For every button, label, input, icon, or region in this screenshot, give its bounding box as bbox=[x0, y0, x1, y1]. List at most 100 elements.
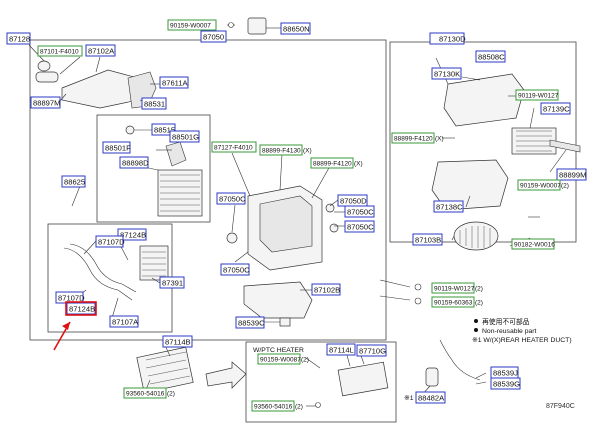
callout-87102a-text: 87102A bbox=[88, 47, 115, 56]
qty-x-3: (X) bbox=[435, 136, 444, 143]
duct-panel-part bbox=[61, 69, 139, 109]
qty-2-c: (2) bbox=[561, 183, 569, 190]
callout-87050c-d[interactable] bbox=[220, 263, 250, 276]
drain-hose-part bbox=[439, 339, 481, 381]
callout-87124b-text: 87124B bbox=[120, 231, 146, 240]
callout-88899m[interactable] bbox=[556, 168, 587, 181]
callout-87138c[interactable] bbox=[433, 200, 464, 213]
callout-88501g-text: 88501G bbox=[172, 133, 199, 142]
callout-88539c[interactable] bbox=[235, 316, 265, 329]
callout-88539j-text: 88539J bbox=[493, 369, 518, 378]
callout-90119-w0127-a[interactable] bbox=[515, 89, 559, 101]
bolt-icon bbox=[414, 297, 422, 305]
sensor-bracket-part bbox=[247, 17, 267, 35]
callout-88531[interactable] bbox=[141, 97, 167, 110]
qty-2-f: (2) bbox=[295, 404, 303, 411]
callout-88531-text: 88531 bbox=[144, 100, 165, 109]
callout-88482a-text: 88482A bbox=[418, 394, 445, 403]
callout-87114b-text: 87114B bbox=[165, 338, 191, 347]
callout-88508c[interactable] bbox=[475, 50, 506, 63]
callout-87114l[interactable] bbox=[326, 343, 356, 356]
callout-87130d-text: 87130D bbox=[439, 35, 466, 44]
callout-88482a[interactable] bbox=[415, 391, 446, 404]
callout-88898d[interactable] bbox=[119, 156, 149, 169]
callout-88515[interactable] bbox=[151, 123, 176, 136]
callout-88899m-text: 88899M bbox=[559, 171, 586, 180]
ptc-heater-frame bbox=[245, 341, 397, 423]
callout-87050c-b[interactable] bbox=[344, 205, 375, 218]
heater-pipe-part-2 bbox=[69, 243, 137, 293]
qty-x-2: (X) bbox=[354, 161, 363, 168]
callout-87107d-a-text: 87107D bbox=[98, 238, 125, 247]
callout-87391[interactable] bbox=[159, 276, 185, 289]
callout-93560-54016-a[interactable] bbox=[123, 387, 167, 399]
callout-87130d[interactable] bbox=[429, 32, 465, 45]
callout-88897m-text: 88897M bbox=[33, 99, 60, 108]
callout-87103b[interactable] bbox=[412, 233, 443, 246]
foam-pad-part bbox=[279, 317, 291, 327]
callout-88539g[interactable] bbox=[490, 377, 521, 390]
callout-87102a[interactable] bbox=[85, 44, 116, 57]
callout-87124b-highlight[interactable] bbox=[66, 302, 96, 315]
callout-88897m[interactable] bbox=[30, 96, 61, 109]
callout-88899-f4120-right[interactable] bbox=[391, 132, 435, 144]
gasket-part bbox=[35, 71, 59, 83]
callout-87128[interactable] bbox=[6, 32, 31, 45]
heater-core-fins bbox=[142, 251, 166, 277]
callout-87050c-c[interactable] bbox=[344, 220, 375, 233]
heater-pipe-part bbox=[63, 247, 133, 301]
callout-87050c-a[interactable] bbox=[216, 192, 246, 205]
callout-90159-60363-text: 90159-60363 bbox=[434, 300, 473, 307]
callout-88625[interactable] bbox=[61, 175, 86, 188]
callout-87127-f4010[interactable] bbox=[211, 141, 257, 153]
callout-88501f[interactable] bbox=[102, 141, 131, 154]
callout-87107d-a[interactable] bbox=[95, 235, 124, 248]
callout-88501g[interactable] bbox=[169, 130, 200, 143]
callout-88899-f4130[interactable] bbox=[259, 144, 303, 156]
callout-87130k[interactable] bbox=[431, 67, 462, 80]
reuse-bullet-icon bbox=[474, 319, 478, 323]
duct-part bbox=[136, 346, 194, 394]
legend-star-text: ※1 W/(X)REAR HEATER DUCT) bbox=[472, 337, 572, 344]
callout-87710g[interactable] bbox=[356, 344, 387, 357]
callout-87050-text: 87050 bbox=[203, 33, 224, 42]
hvac-unit-door bbox=[259, 195, 313, 253]
bolt-icon bbox=[228, 22, 234, 28]
callout-90159-60363[interactable] bbox=[431, 296, 475, 308]
callout-87102b-text: 87102B bbox=[314, 286, 340, 295]
blower-fan-blades bbox=[459, 226, 491, 248]
callout-87107d-b-text: 87107D bbox=[58, 294, 85, 303]
blower-case-upper bbox=[443, 73, 525, 127]
blower-motor-part bbox=[453, 221, 499, 251]
callout-87114l-text: 87114L bbox=[329, 346, 354, 355]
callout-87611a[interactable] bbox=[159, 76, 189, 89]
direction-arrow-shape bbox=[205, 361, 247, 389]
callout-87114b[interactable] bbox=[162, 335, 193, 348]
lower-case-part bbox=[243, 281, 313, 319]
callout-90159-w0007-right[interactable] bbox=[517, 179, 561, 191]
callout-90182-w0016[interactable] bbox=[511, 238, 555, 250]
hose-clamp-part bbox=[425, 367, 439, 387]
filter-pleats bbox=[516, 130, 552, 152]
callout-90159-w0007-top[interactable] bbox=[167, 19, 217, 31]
callout-87107a[interactable] bbox=[109, 315, 139, 328]
legend-reuse-text: 再使用不可部品 bbox=[482, 317, 530, 326]
callout-87139c[interactable] bbox=[540, 102, 571, 115]
callout-90119-w0127-b[interactable] bbox=[431, 282, 475, 294]
callout-93560-54016-a-text: 93560-54016 bbox=[126, 391, 165, 398]
filter-seal-part bbox=[549, 139, 581, 153]
ptc-heater-label: W/PTC HEATER bbox=[253, 347, 304, 354]
duct-grill bbox=[145, 351, 191, 385]
callout-88899-f4120-mid[interactable] bbox=[310, 157, 354, 169]
callout-90159-w0007-top-text: 90159-W0007 bbox=[170, 23, 211, 30]
grommet-part bbox=[37, 60, 51, 72]
callout-87101-f4010[interactable] bbox=[37, 45, 83, 57]
callout-90159-w0087[interactable] bbox=[257, 353, 301, 365]
bolt-icon bbox=[414, 283, 422, 291]
callout-93560-54016-b[interactable] bbox=[251, 400, 295, 412]
hvac-clip-part-3 bbox=[329, 223, 339, 233]
callout-87124b[interactable] bbox=[117, 228, 147, 241]
callout-88650n[interactable] bbox=[280, 22, 311, 35]
callout-87102b[interactable] bbox=[311, 283, 341, 296]
callout-87050[interactable] bbox=[200, 30, 227, 43]
